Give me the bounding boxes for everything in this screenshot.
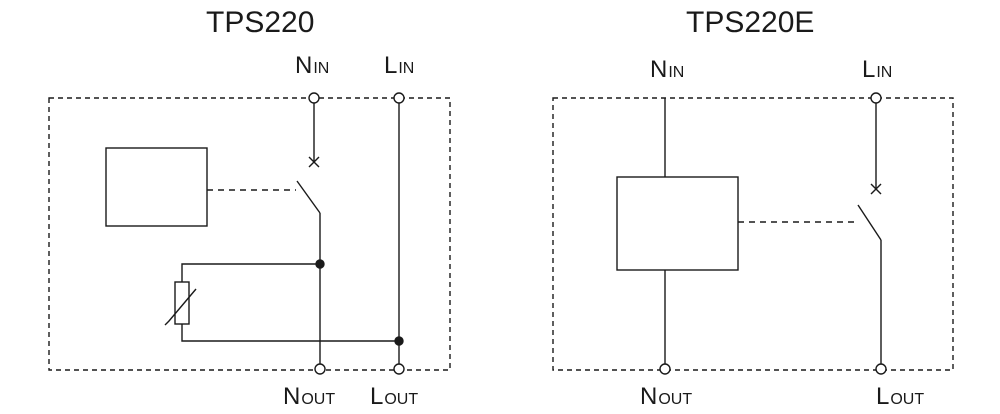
control-block	[105, 147, 208, 227]
label-n-out-e: NOUT	[640, 383, 693, 410]
label-l-in-e: LIN	[862, 56, 893, 83]
label-n-in-e: NIN	[650, 56, 685, 83]
diagram-title-tps220e: TPS220E	[686, 6, 815, 39]
varistor-branch-wire	[181, 263, 399, 342]
terminal-l-in	[393, 92, 405, 104]
label-n-out: NOUT	[283, 383, 336, 410]
label-l-in: LIN	[384, 52, 415, 79]
terminal-l-in	[870, 92, 882, 104]
tps220-circuit	[48, 92, 451, 375]
tps220e-circuit	[552, 92, 954, 375]
terminal-n-out	[659, 363, 671, 375]
varistor-icon	[174, 281, 190, 325]
switch-blade	[296, 180, 321, 214]
control-block	[616, 176, 739, 271]
terminal-l-out	[875, 363, 887, 375]
label-n-in: NIN	[295, 52, 330, 79]
switch-contact-x-icon	[308, 156, 320, 168]
varistor-slash	[164, 288, 197, 326]
terminal-l-out	[393, 363, 405, 375]
junction-dot	[394, 336, 404, 346]
switch-blade	[857, 204, 882, 241]
enclosure-boundary	[552, 97, 954, 371]
label-l-out-e: LOUT	[876, 383, 925, 410]
terminal-n-in	[308, 92, 320, 104]
diagram-title-tps220: TPS220	[206, 6, 315, 39]
enclosure-boundary	[48, 97, 451, 371]
switch-contact-x-icon	[870, 183, 882, 195]
junction-dot	[315, 259, 325, 269]
terminal-n-out	[314, 363, 326, 375]
label-l-out: LOUT	[370, 383, 419, 410]
